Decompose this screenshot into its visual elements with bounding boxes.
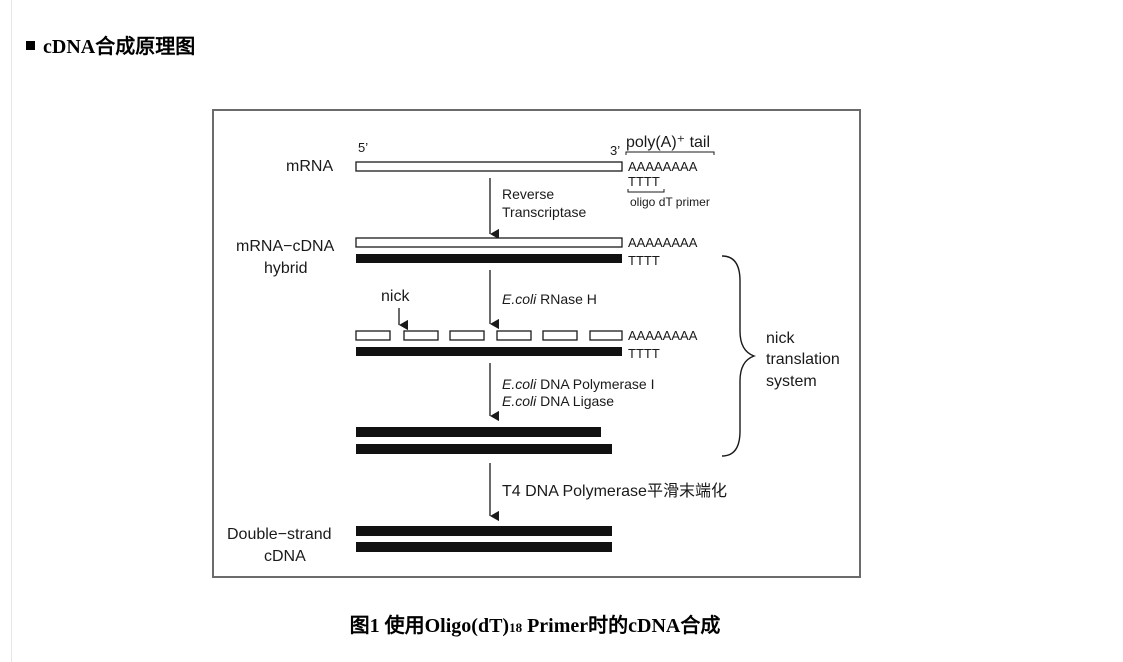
section-heading: cDNA合成原理图	[26, 30, 195, 59]
rna-fragment	[496, 330, 532, 341]
rna-fragment	[355, 330, 391, 341]
nicked-polya-sequence: AAAAAAAA	[628, 328, 698, 343]
nick-translation-label-3: system	[766, 373, 817, 390]
second-strand-bottom	[356, 444, 612, 454]
nick-translation-label-1: nick	[766, 330, 795, 347]
second-strand-top	[356, 427, 601, 437]
rna-fragments	[355, 330, 623, 341]
mrna-strand	[355, 161, 623, 172]
double-strand-bottom	[356, 542, 612, 552]
nick-translation-label-2: translation	[766, 351, 840, 368]
diagram-canvas: mRNA 5’ 3’ poly(A)⁺ tail AAAAAAAA TTTT o…	[227, 134, 840, 565]
rna-fragment	[449, 330, 485, 341]
hybrid-polya-sequence: AAAAAAAA	[628, 235, 698, 250]
double-strand-top	[356, 526, 612, 536]
hybrid-label-2: hybrid	[264, 260, 308, 277]
polya-bracket	[625, 151, 715, 155]
hybrid-label-1: mRNA−cDNA	[236, 238, 335, 255]
oligo-dt-primer-label: oligo dT primer	[630, 195, 710, 209]
left-border-line	[11, 0, 12, 662]
square-bullet-icon	[26, 41, 35, 50]
figure-caption: 图1 使用Oligo(dT)18 Primer时的cDNA合成	[0, 609, 1070, 638]
hybrid-oligo-sequence: TTTT	[628, 253, 660, 268]
reverse-transcriptase-label-2: Transcriptase	[502, 204, 587, 220]
five-prime-label: 5’	[358, 140, 368, 155]
caption-tail: Primer时的cDNA合成	[522, 615, 721, 637]
three-prime-label: 3’	[610, 143, 620, 158]
hybrid-mrna-strand	[355, 237, 623, 248]
rna-fragment	[589, 330, 623, 341]
nicked-cdna-strand	[356, 347, 622, 356]
dna-ligase-label: E.coli DNA Ligase	[502, 393, 614, 409]
rnase-h-label: E.coli RNase H	[502, 291, 597, 307]
polya-sequence: AAAAAAAA	[628, 159, 698, 174]
mrna-label: mRNA	[286, 158, 333, 175]
double-strand-label-1: Double−strand	[227, 526, 332, 543]
polya-tail-label: poly(A)⁺ tail	[626, 134, 710, 151]
oligo-dt-sequence: TTTT	[628, 174, 660, 189]
hybrid-cdna-strand	[356, 254, 622, 263]
oligo-bracket	[627, 189, 665, 193]
caption-main: 图1 使用Oligo(dT)	[349, 615, 510, 637]
dna-polymerase-i-label: E.coli DNA Polymerase I	[502, 376, 655, 392]
section-heading-text: cDNA合成原理图	[43, 36, 196, 58]
reverse-transcriptase-label-1: Reverse	[502, 186, 554, 202]
nick-label: nick	[381, 288, 410, 305]
nick-translation-brace	[721, 255, 757, 457]
rna-fragment	[403, 330, 439, 341]
t4-polymerase-label: T4 DNA Polymerase平滑末端化	[502, 482, 727, 500]
caption-subscript: 18	[509, 620, 523, 635]
rna-fragment	[542, 330, 578, 341]
double-strand-label-2: cDNA	[264, 548, 306, 565]
nicked-oligo-sequence: TTTT	[628, 346, 660, 361]
cdna-synthesis-diagram: mRNA 5’ 3’ poly(A)⁺ tail AAAAAAAA TTTT o…	[212, 109, 861, 578]
